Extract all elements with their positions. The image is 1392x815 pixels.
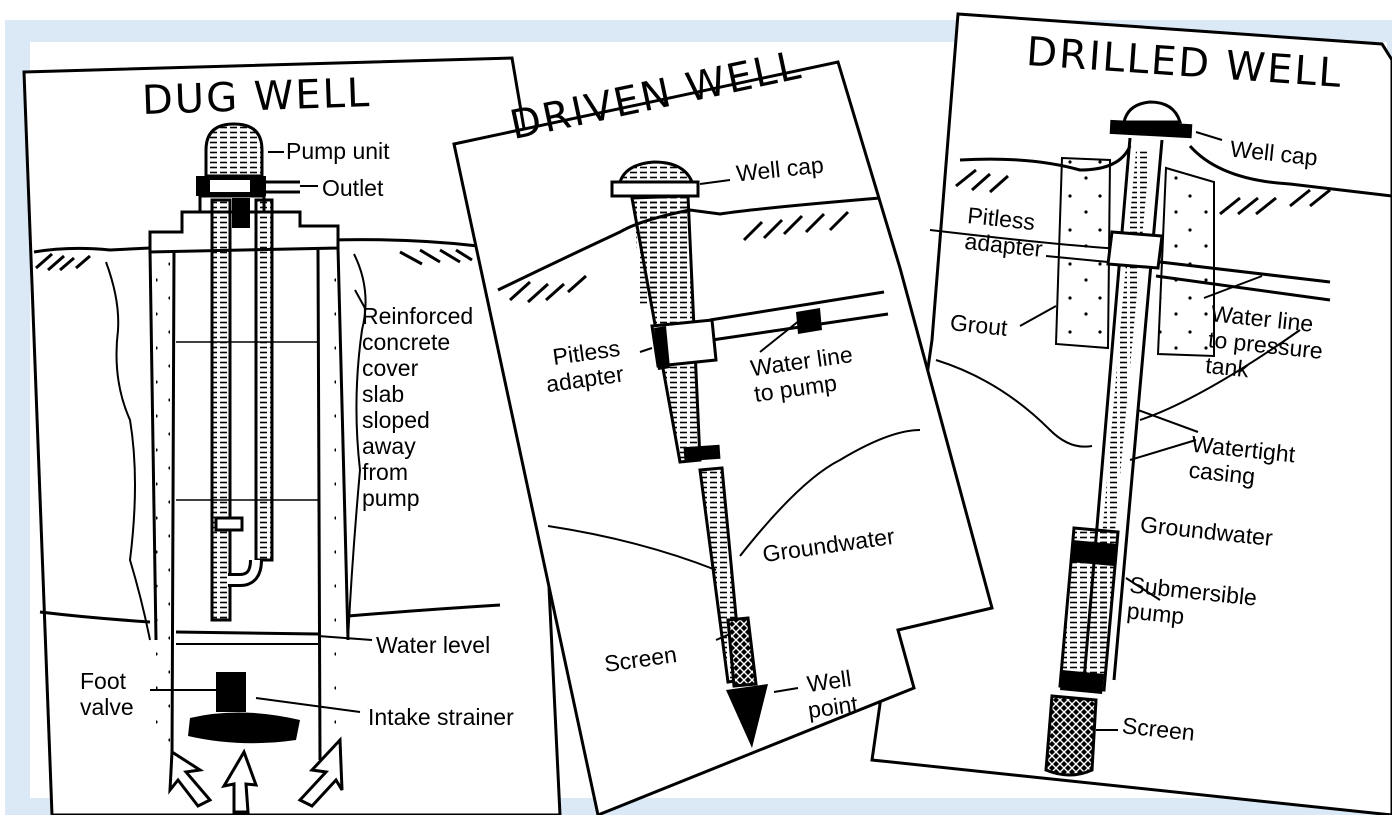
dug-intake-strainer-label: Intake strainer [368,704,514,730]
drilled-casing-label: Watertight casing [1188,431,1297,494]
dug-water-level-label: Water level [376,632,490,658]
dug-pump-unit-label: Pump unit [286,138,390,164]
dug-well-title: DUG WELL [141,70,372,124]
dug-foot-valve-label: Foot valve [80,668,134,720]
driven-pitless-adapter-label: Pitless adapter [541,335,625,397]
drilled-water-line-label: Water line to pressure tank [1204,300,1327,390]
drilled-well-page [872,14,1392,815]
driven-well-point-label: Well point [803,665,860,723]
dug-cover-slab-label: Reinforced concrete cover slab sloped aw… [362,303,473,511]
drilled-pitless-adapter-label: Pitless adapter [963,202,1046,262]
dug-outlet-label: Outlet [322,175,383,201]
